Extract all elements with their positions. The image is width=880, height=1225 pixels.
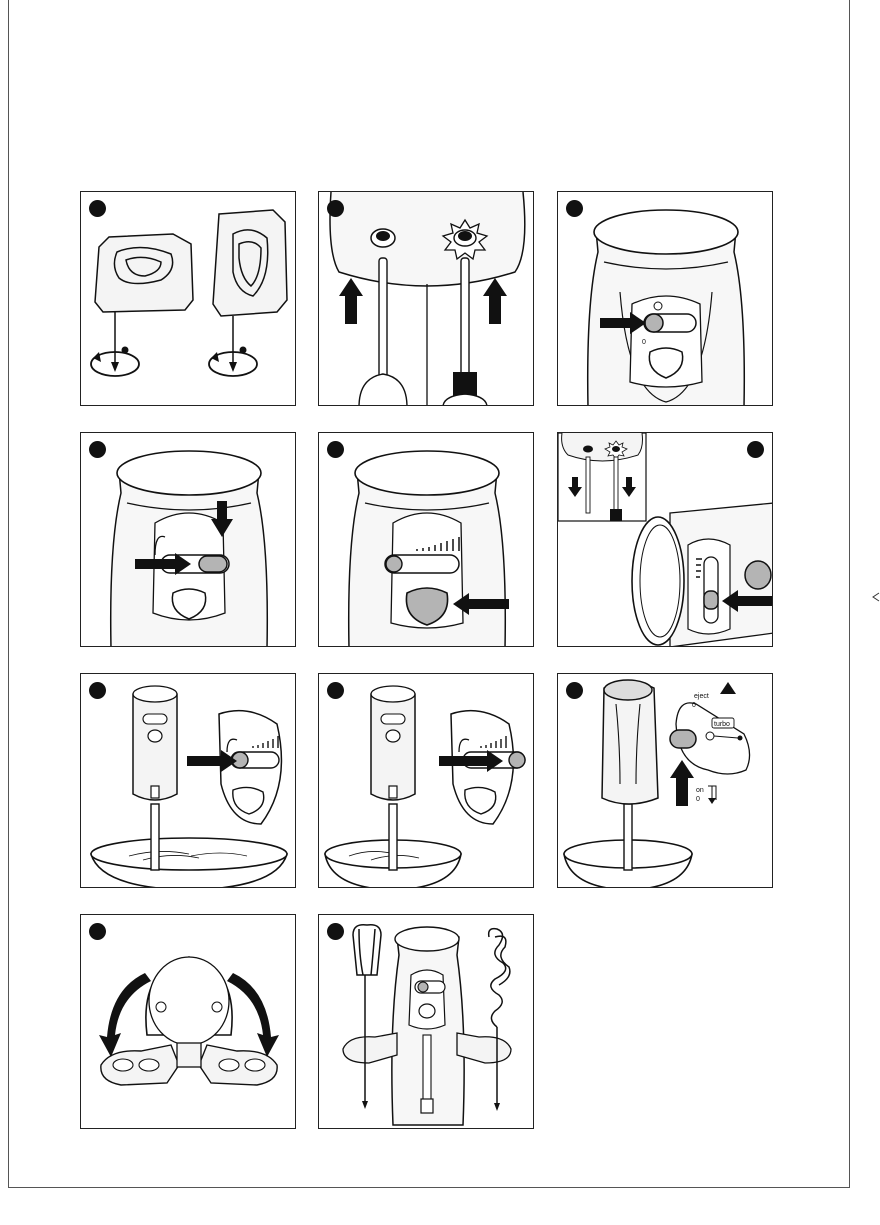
step-marker	[89, 923, 106, 940]
switch-eject-illustration: 0	[558, 192, 773, 406]
insert-beaters-illustration	[319, 192, 534, 406]
step-panel-2	[318, 191, 534, 406]
turbo-illustration: eject 0 turbo on 0	[558, 674, 773, 888]
step-marker	[747, 441, 764, 458]
arrow-icon	[227, 973, 279, 1057]
step-panel-5	[318, 432, 534, 647]
arrow-icon	[670, 760, 694, 806]
eject-zero-label: 0	[692, 702, 696, 709]
fold-stand-illustration	[81, 915, 296, 1129]
release-beaters-illustration	[558, 433, 773, 647]
step-panel-8	[318, 673, 534, 888]
step-marker	[89, 200, 106, 217]
step-panel-6	[557, 432, 773, 647]
arrow-icon	[99, 973, 151, 1057]
slide-switch-illustration	[81, 433, 296, 647]
max-speed-illustration	[319, 674, 534, 888]
arrow-icon	[720, 682, 736, 694]
detach-beaters-illustration	[81, 192, 296, 406]
on-label: on	[696, 787, 704, 794]
step-marker	[89, 441, 106, 458]
eject-label: eject	[694, 693, 709, 700]
step-panel-10	[80, 914, 296, 1129]
step-marker	[566, 682, 583, 699]
step-marker	[89, 682, 106, 699]
step-panel-7	[80, 673, 296, 888]
arrow-icon	[339, 278, 363, 324]
step-marker	[327, 200, 344, 217]
step-marker	[327, 441, 344, 458]
step-marker	[327, 923, 344, 940]
turbo-label: turbo	[714, 721, 730, 728]
step-marker	[327, 682, 344, 699]
arrow-icon	[483, 278, 507, 324]
arrow-icon	[111, 362, 119, 372]
start-speed-illustration	[81, 674, 296, 888]
power-label: 0	[642, 339, 646, 346]
crop-mark-icon	[872, 592, 880, 602]
arrow-icon	[229, 362, 237, 372]
step-panel-11	[318, 914, 534, 1129]
on-zero-label: 0	[696, 796, 700, 803]
step-marker	[566, 200, 583, 217]
step-panel-4	[80, 432, 296, 647]
step-panel-1	[80, 191, 296, 406]
press-button-illustration	[319, 433, 534, 647]
step-panel-3: 0	[557, 191, 773, 406]
storage-illustration	[319, 915, 534, 1129]
step-panel-9: eject 0 turbo on 0	[557, 673, 773, 888]
